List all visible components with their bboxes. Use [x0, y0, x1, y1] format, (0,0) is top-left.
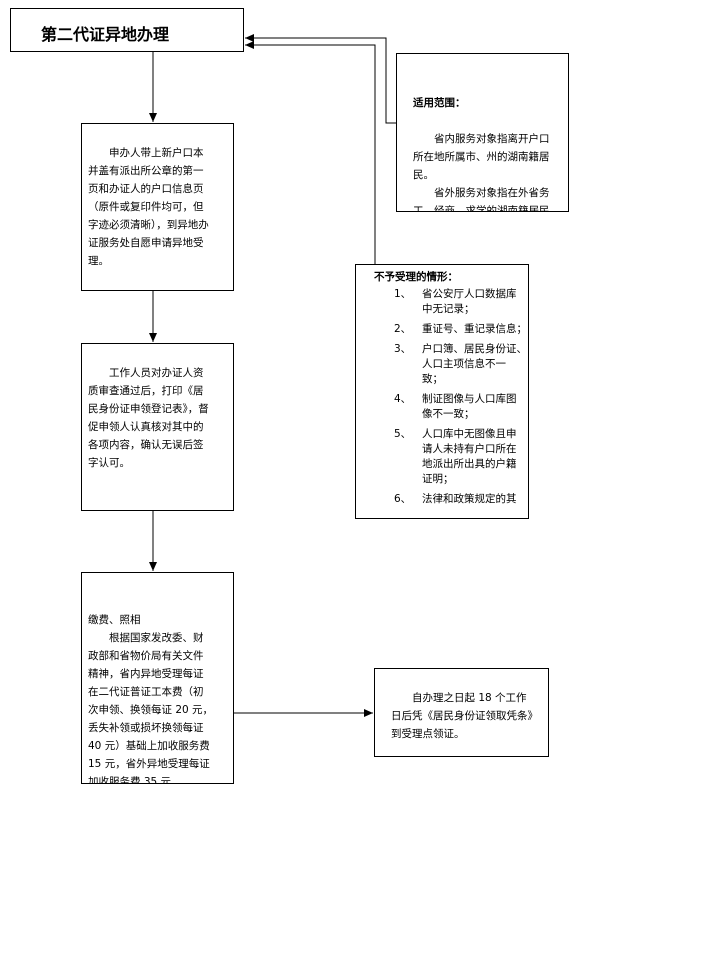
- pickup-box: 自办理之日起 18 个工作 日后凭《居民身份证领取凭条》 到受理点领证。: [374, 668, 549, 757]
- scope-box: 适用范围： 省内服务对象指离开户口 所在地所属市、州的湖南籍居 民。 省外服务对…: [396, 53, 569, 212]
- reject-item: 1、省公安厅人口数据库 中无记录；: [394, 288, 517, 315]
- reject-item: 3、户口簿、居民身份证、 人口主项信息不一 致；: [394, 343, 527, 385]
- step-review-box: 工作人员对办证人资 质审查通过后，打印《居 民身份证申领登记表》，督 促申领人认…: [81, 343, 234, 511]
- step-fee-text: 根据国家发改委、财 政部和省物价局有关文件 精神，省内异地受理每证 在二代证普证…: [88, 632, 214, 784]
- step-fee-heading: 缴费、照相: [88, 614, 141, 626]
- arrow-reject-to-title: [245, 41, 376, 264]
- reject-conditions-box: 不予受理的情形： 1、省公安厅人口数据库 中无记录； 2、重证号、重记录信息； …: [355, 264, 529, 519]
- reject-item: 4、制证图像与人口库图 像不一致；: [394, 393, 517, 420]
- diagram-title: 第二代证异地办理: [41, 25, 170, 44]
- scope-text: 省内服务对象指离开户口 所在地所属市、州的湖南籍居 民。 省外服务对象指在外省务…: [413, 133, 560, 212]
- step-apply-text: 申办人带上新户口本 并盖有派出所公章的第一 页和办证人的户口信息页 （原件或复印…: [88, 147, 209, 267]
- reject-item: 6、法律和政策规定的其: [394, 493, 517, 505]
- step-fee-photo-box: 缴费、照相 根据国家发改委、财 政部和省物价局有关文件 精神，省内异地受理每证 …: [81, 572, 234, 784]
- reject-heading: 不予受理的情形：: [374, 271, 458, 283]
- scope-heading: 适用范围：: [413, 97, 466, 109]
- step-apply-box: 申办人带上新户口本 并盖有派出所公章的第一 页和办证人的户口信息页 （原件或复印…: [81, 123, 234, 291]
- step-review-text: 工作人员对办证人资 质审查通过后，打印《居 民身份证申领登记表》，督 促申领人认…: [88, 367, 209, 469]
- reject-item: 5、人口库中无图像且申 请人未持有户口所在 地派出所出具的户籍 证明；: [394, 428, 517, 485]
- title-box: 第二代证异地办理: [10, 8, 244, 52]
- arrow-scope-to-title: [245, 34, 396, 124]
- pickup-text: 自办理之日起 18 个工作 日后凭《居民身份证领取凭条》 到受理点领证。: [391, 692, 538, 740]
- reject-list: 1、省公安厅人口数据库 中无记录； 2、重证号、重记录信息； 3、户口簿、居民身…: [366, 287, 528, 512]
- reject-item: 2、重证号、重记录信息；: [394, 323, 527, 335]
